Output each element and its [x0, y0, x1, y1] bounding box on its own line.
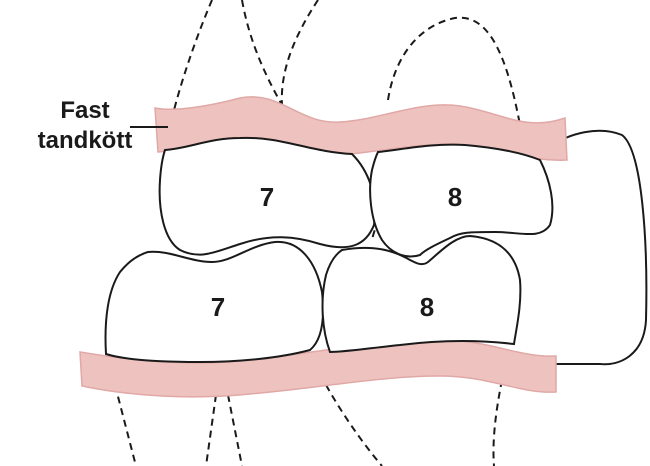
- tooth-number-lower-left: 7: [211, 292, 225, 322]
- root-outline-lower-mid: [325, 384, 383, 466]
- root-outline-lower-left-2: [205, 394, 217, 466]
- root-outline-upper-7-left: [171, 0, 213, 119]
- root-outline-lower-right: [492, 379, 503, 466]
- root-outline-lower-left-1: [114, 384, 137, 466]
- root-outline-upper-7-middle: [241, 0, 283, 106]
- tooth-number-lower-right: 8: [420, 292, 434, 322]
- upper-tooth-7: [158, 136, 376, 256]
- lower-tooth-8: [321, 234, 522, 354]
- cheek-outline: [547, 129, 648, 366]
- label-line-1: Fast: [60, 97, 110, 124]
- root-outline-upper-8: [387, 16, 521, 126]
- root-outline-lower-left-3: [227, 394, 243, 466]
- upper-tooth-8: [369, 143, 554, 258]
- label-line-2: tandkött: [37, 127, 133, 154]
- tooth-number-upper-left: 7: [260, 182, 274, 212]
- root-outline-upper-7-right: [280, 0, 319, 106]
- attached-gingiva-label: Fast tandkött: [10, 96, 160, 156]
- tooth-number-upper-right: 8: [448, 182, 462, 212]
- lower-tooth-7: [104, 240, 325, 364]
